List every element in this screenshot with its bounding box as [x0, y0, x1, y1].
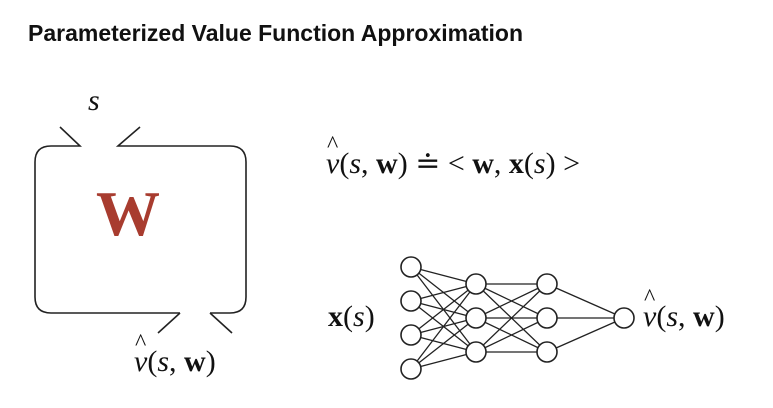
network-input-label: x(s)	[328, 300, 375, 333]
box-top-left-arm	[34, 126, 180, 314]
network-edge	[410, 317, 477, 370]
network-node-layer-3	[613, 307, 635, 329]
network-node-layer-1	[465, 273, 487, 295]
network-node-layer-0	[400, 290, 422, 312]
function-box	[34, 126, 247, 334]
v-hat: v	[326, 147, 339, 181]
box-top-right-arm	[115, 126, 247, 314]
network-node-layer-2	[536, 273, 558, 295]
network-node-layer-1	[465, 341, 487, 363]
box-bottom-left-tick	[157, 312, 181, 334]
network-edge	[546, 283, 625, 319]
slide-title: Parameterized Value Function Approximati…	[28, 20, 524, 46]
network-node-layer-2	[536, 307, 558, 329]
box-input-label: s	[88, 84, 100, 117]
network-node-layer-0	[400, 324, 422, 346]
neural-network	[400, 256, 635, 380]
network-node-layer-2	[536, 341, 558, 363]
weight-symbol: W	[96, 178, 160, 249]
network-node-layer-0	[400, 358, 422, 380]
v-hat: v	[134, 345, 147, 379]
network-edge	[410, 283, 477, 370]
network-edge	[475, 317, 548, 353]
network-edge	[410, 351, 477, 370]
linear-formula: v(s, w) ≐ < w, x(s) >	[326, 146, 580, 181]
network-edge	[410, 266, 477, 285]
network-edge	[410, 283, 477, 302]
network-edge	[475, 283, 548, 319]
box-bottom-right-tick	[209, 312, 233, 334]
network-edge	[410, 283, 477, 336]
box-output-label: v(s, w)	[134, 345, 216, 379]
network-node-layer-0	[400, 256, 422, 278]
network-edge	[546, 317, 625, 353]
network-node-layer-1	[465, 307, 487, 329]
network-edge	[475, 283, 548, 353]
v-hat: v	[643, 300, 656, 334]
network-output-label: v(s, w)	[643, 300, 725, 334]
